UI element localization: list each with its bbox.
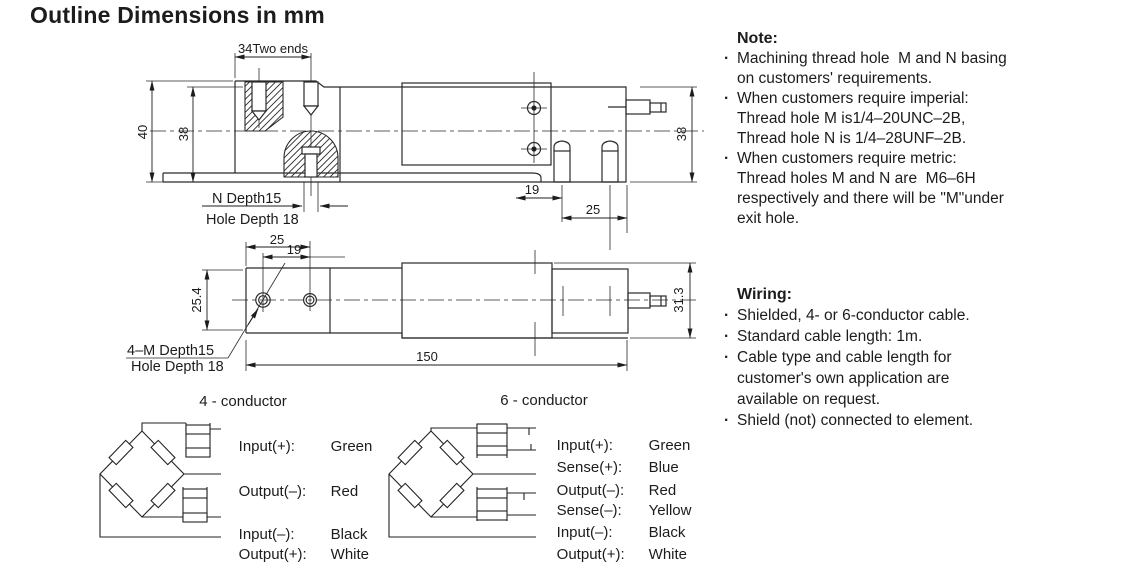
- dim-34-two-ends: 34Two ends: [238, 41, 309, 56]
- wiring-line: Standard cable length: 1m.: [724, 326, 1077, 347]
- wiring-line: Shield (not) connected to element.: [724, 410, 1077, 431]
- pin-color: Black: [648, 524, 686, 541]
- note-line: When customers require metric:: [724, 149, 1077, 169]
- dim-40: 40: [135, 125, 150, 139]
- wiring-heading: Wiring:: [737, 286, 792, 303]
- dim-19-top-view: 19: [525, 182, 539, 197]
- pin-row: Input(+): Green: [222, 420, 373, 455]
- pin-label: Input(–):: [238, 526, 295, 543]
- pin-label: Output(–):: [238, 483, 307, 500]
- pin-label: Input(–):: [556, 524, 613, 541]
- label-hole-depth-side: Hole Depth 18: [131, 359, 224, 375]
- pin-color: Green: [648, 437, 691, 454]
- pin-color: Red: [330, 483, 359, 500]
- pin-label: Input(+):: [238, 438, 295, 455]
- pin-row: Output(–): Red: [222, 465, 359, 500]
- dim-150: 150: [416, 349, 438, 364]
- six-conductor-title: 6 - conductor: [500, 392, 588, 409]
- note-line: When customers require imperial:: [724, 89, 1077, 109]
- note-line: Thread holes M and N are M6–6H: [737, 170, 976, 187]
- four-conductor-title: 4 - conductor: [199, 393, 287, 410]
- page-title: Outline Dimensions in mm: [30, 2, 325, 28]
- note-line: exit hole.: [737, 210, 800, 227]
- pin-label: Output(–):: [556, 482, 625, 499]
- pin-label: Input(+):: [556, 437, 613, 454]
- dim-38-left: 38: [176, 127, 191, 141]
- pin-label: Sense(–):: [556, 502, 622, 519]
- note-line: respectively and there will be "M"under: [737, 190, 1004, 207]
- pin-row: Output(+): White: [222, 528, 369, 563]
- note-line: Machining thread hole M and N basing: [724, 49, 1077, 69]
- side-view-drawing: 25 19 25.4 31.3 150 4–M Depth15 Hole Dep…: [126, 232, 700, 375]
- dim-25-side-view: 25: [270, 232, 284, 247]
- pin-row: Input(–): Black: [540, 506, 686, 541]
- wiring-line: available on request.: [737, 391, 881, 408]
- pin-color: White: [330, 546, 370, 563]
- pin-color: Blue: [648, 459, 679, 476]
- pin-color: Yellow: [648, 502, 692, 519]
- wiring-line: customer's own application are: [737, 370, 950, 387]
- pin-label: Output(+):: [238, 546, 307, 563]
- wiring-block: Wiring: Shielded, 4- or 6-conductor cabl…: [724, 284, 1077, 431]
- label-4m-depth: 4–M Depth15: [127, 343, 214, 359]
- pin-row: Output(+): White: [540, 528, 687, 563]
- four-conductor-diagram: [99, 422, 221, 538]
- note-line: Thread hole M is1/4–20UNC–2B,: [737, 110, 966, 127]
- pin-color: White: [648, 546, 688, 563]
- wiring-line: Shielded, 4- or 6-conductor cable.: [724, 305, 1077, 326]
- note-line: Thread hole N is 1/4–28UNF–2B.: [737, 130, 967, 147]
- pin-row: Input(+): Green: [540, 419, 691, 454]
- pin-row: Output(–): Red: [540, 464, 677, 499]
- dim-31-3: 31.3: [671, 287, 686, 312]
- pin-color: Black: [330, 526, 368, 543]
- pin-row: Sense(–): Yellow: [540, 484, 692, 519]
- pin-color: Green: [330, 438, 373, 455]
- pin-color: Red: [648, 482, 677, 499]
- note-line: on customers' requirements.: [737, 70, 933, 87]
- dim-38-right: 38: [674, 127, 689, 141]
- six-conductor-diagram: [388, 423, 536, 538]
- wiring-line: Cable type and cable length for: [724, 347, 1077, 368]
- pin-row: Input(–): Black: [222, 508, 368, 543]
- note-block: Note: Machining thread hole M and N basi…: [724, 28, 1077, 229]
- top-view-drawing: 34Two ends 40 38 38 19 25 N Depth15 Hole…: [135, 41, 704, 250]
- dim-19-side-view: 19: [287, 242, 301, 257]
- pin-label: Sense(+):: [556, 459, 623, 476]
- dim-25-top-view: 25: [586, 202, 600, 217]
- label-hole-depth-top: Hole Depth 18: [206, 212, 299, 228]
- pin-label: Output(+):: [556, 546, 625, 563]
- dim-25-4: 25.4: [189, 287, 204, 312]
- label-n-depth: N Depth15: [212, 191, 281, 207]
- pin-row: Sense(+): Blue: [540, 441, 679, 476]
- note-heading: Note:: [737, 30, 778, 47]
